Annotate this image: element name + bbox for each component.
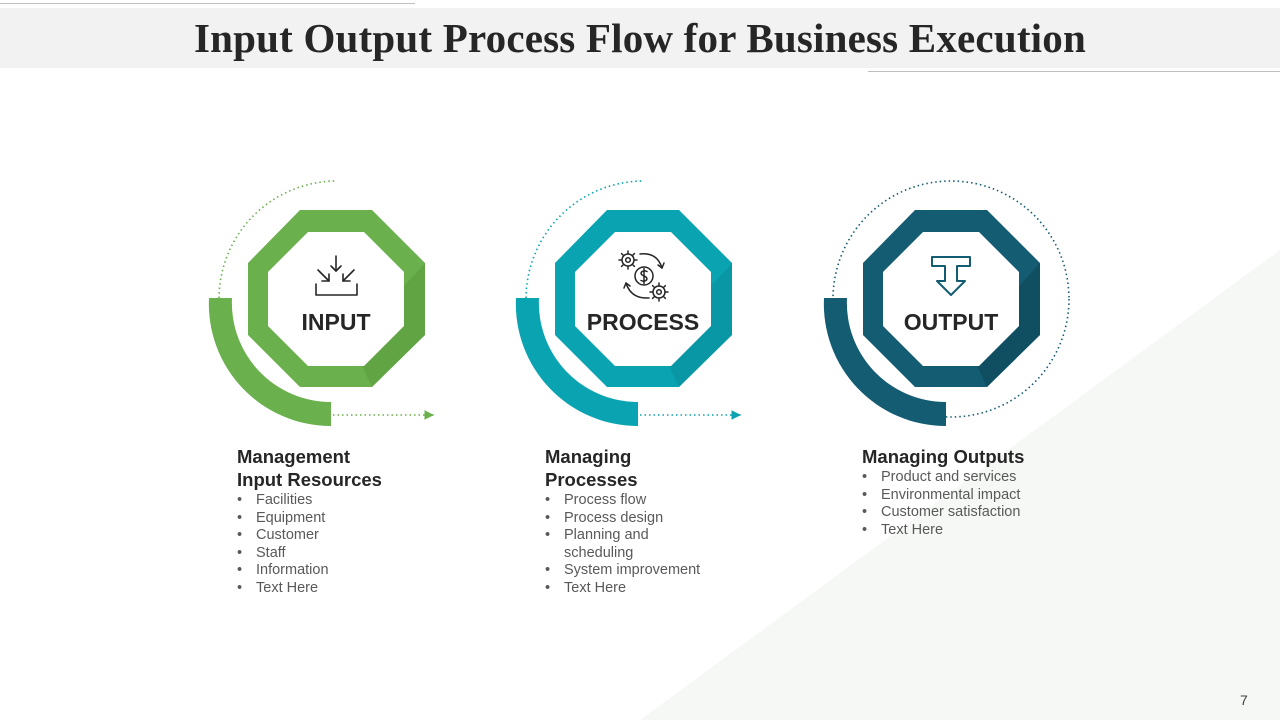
list-item: Text Here (545, 580, 720, 598)
input-octagon-inner (268, 232, 404, 366)
title-underline (868, 71, 1280, 72)
stage-process: PROCESS (515, 180, 741, 427)
list-item: Equipment (237, 510, 457, 528)
list-item: Environmental impact (862, 487, 1062, 505)
output-description: Managing Outputs Product and services En… (862, 445, 1062, 539)
list-item: Product and services (862, 469, 1062, 487)
output-list: Product and services Environmental impac… (862, 469, 1062, 539)
list-item: Customer (237, 527, 457, 545)
input-description: Management Input Resources Facilities Eq… (237, 445, 457, 598)
process-list: Process flow Process design Planning and… (545, 492, 720, 598)
input-dotted-arc (218, 180, 337, 299)
page-number: 7 (1240, 692, 1248, 708)
input-octagon-shade (362, 263, 425, 387)
list-item: Process design (545, 510, 720, 528)
top-divider (0, 3, 415, 4)
list-item: Text Here (862, 522, 1062, 540)
input-label: INPUT (302, 309, 371, 335)
input-arrows-icon (315, 255, 358, 296)
list-item: Staff (237, 545, 457, 563)
output-dotted-circle (832, 180, 1070, 418)
output-label: OUTPUT (904, 309, 999, 335)
list-item: Planning and scheduling (545, 527, 664, 562)
process-heading: Managing Processes (545, 446, 638, 490)
title-bar: Input Output Process Flow for Business E… (0, 8, 1280, 68)
process-description: Managing Processes Process flow Process … (545, 445, 720, 598)
process-dotted-arc (525, 180, 644, 299)
process-octagon-shade (669, 263, 732, 387)
output-octagon-shade (977, 263, 1040, 387)
output-thick-arc (823, 298, 946, 427)
page-title: Input Output Process Flow for Business E… (194, 15, 1086, 61)
input-list: Facilities Equipment Customer Staff Info… (237, 492, 457, 598)
process-label: PROCESS (587, 309, 699, 335)
stage-input: INPUT (208, 180, 434, 427)
list-item: Facilities (237, 492, 457, 510)
download-arrow-icon (931, 256, 971, 296)
list-item: System improvement (545, 562, 720, 580)
list-item: Customer satisfaction (862, 504, 1062, 522)
process-octagon-inner (575, 232, 711, 366)
output-heading: Managing Outputs (862, 446, 1025, 467)
input-thick-arc (208, 298, 331, 427)
output-octagon-inner (883, 232, 1019, 366)
input-heading: Management Input Resources (237, 446, 382, 490)
stage-output: OUTPUT (823, 180, 1070, 427)
process-thick-arc (515, 298, 638, 427)
gear-dollar-cycle-icon (618, 250, 669, 302)
list-item: Process flow (545, 492, 720, 510)
list-item: Text Here (237, 580, 457, 598)
list-item: Information (237, 562, 457, 580)
